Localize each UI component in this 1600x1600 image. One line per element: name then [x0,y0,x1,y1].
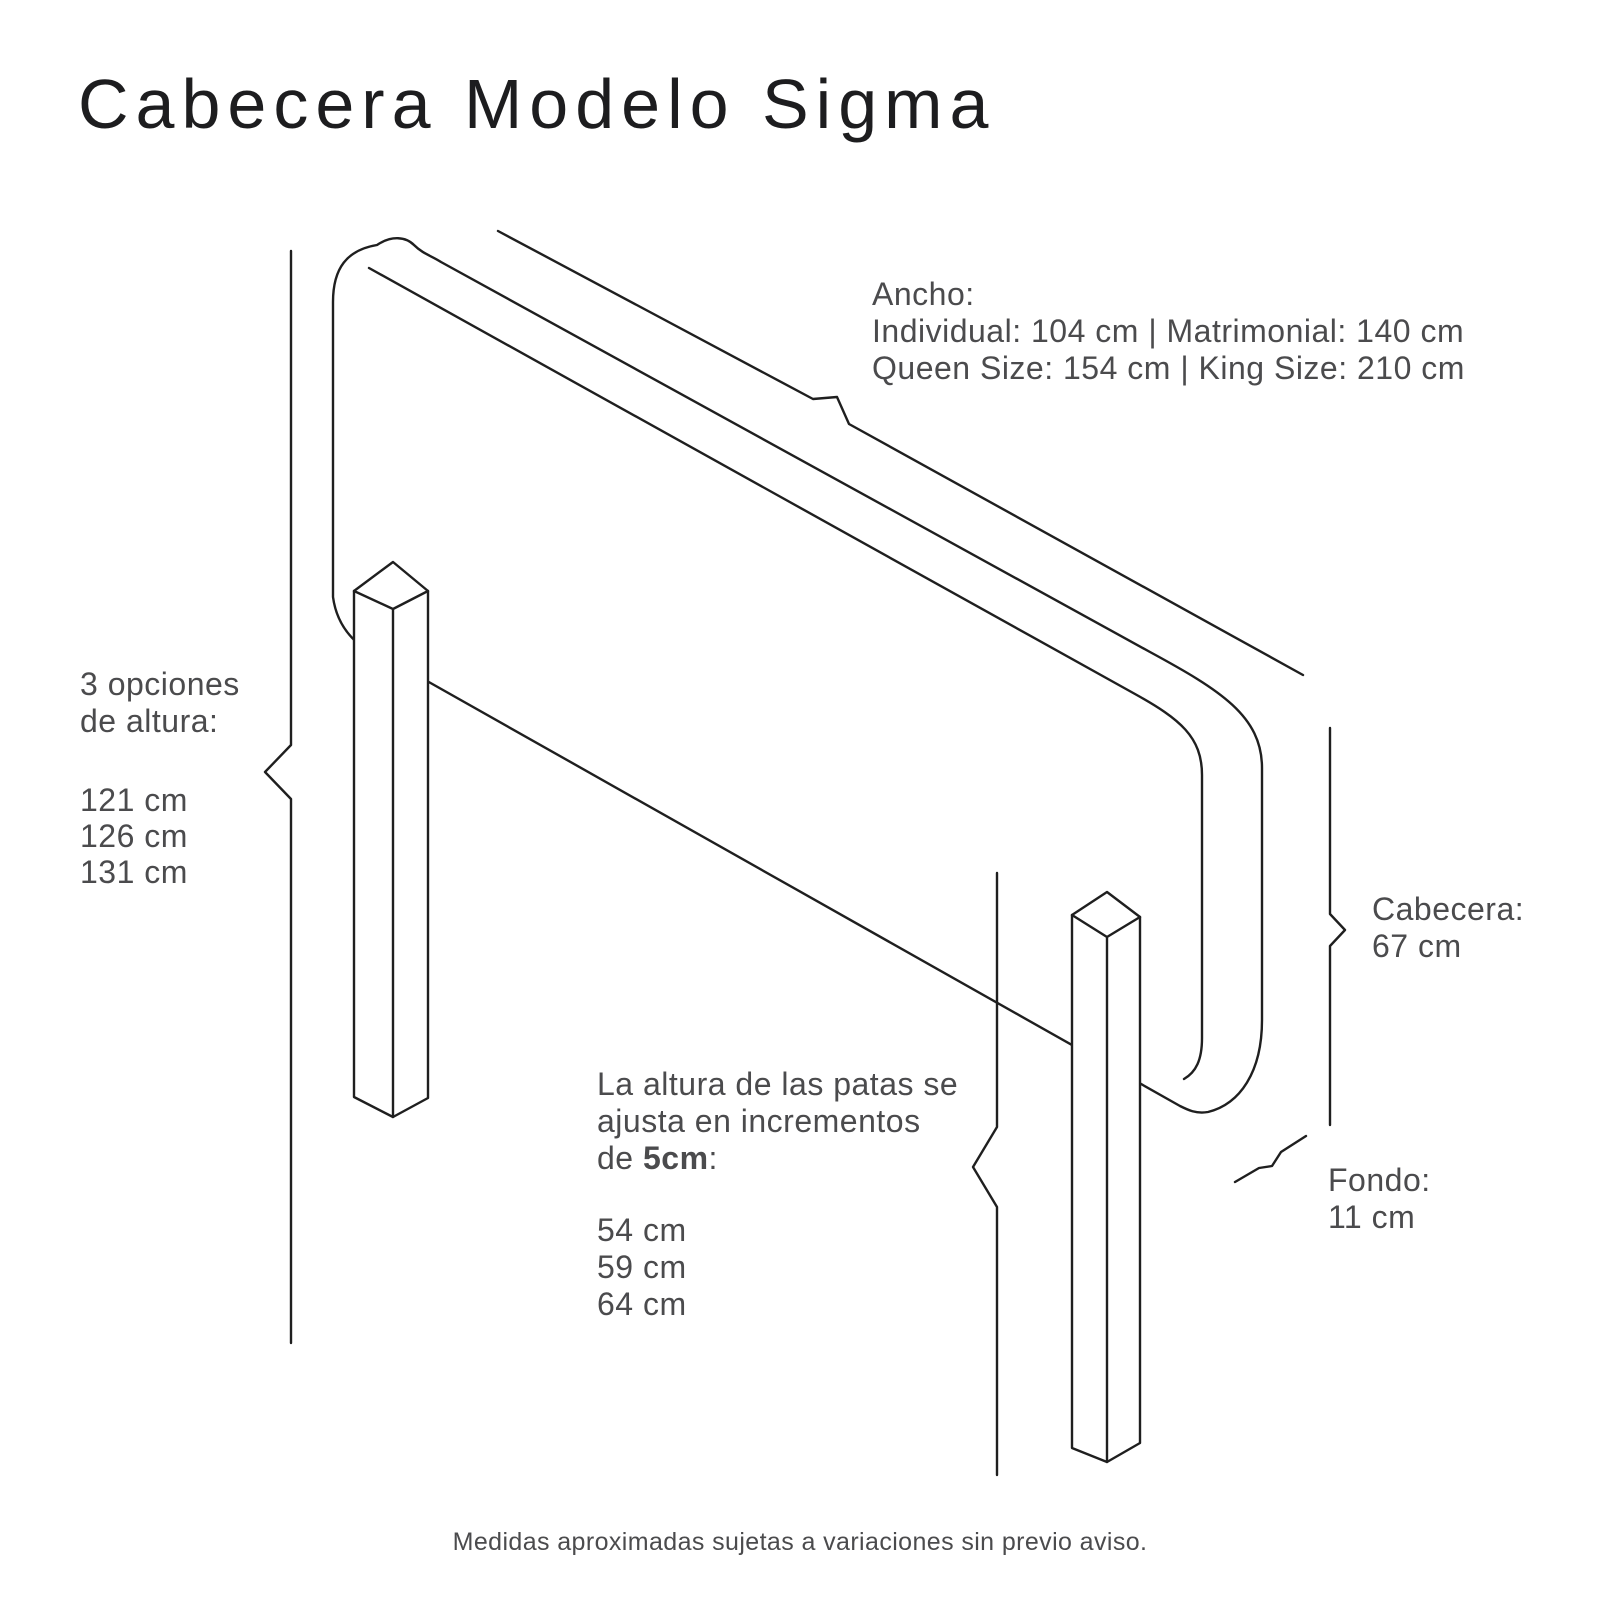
leg-height-annotation: La altura de las patas se ajusta en incr… [597,1066,959,1176]
height-value: 121 cm [80,782,188,818]
depth-label: Fondo: [1328,1162,1431,1198]
leg-height-dimension-line [971,871,999,1477]
total-height-dimension-line [263,249,293,1345]
height-options-label: 3 opciones de altura: [80,666,240,739]
panel-height-dimension-line [1328,726,1347,1127]
width-label: Ancho: [872,276,975,312]
page-title: Cabecera Modelo Sigma [78,65,996,143]
right-leg-edges [1070,913,1142,1464]
leg-height-values: 54 cm 59 cm 64 cm [597,1212,687,1323]
depth-annotation: Fondo: 11 cm [1328,1162,1431,1236]
panel-height-value: 67 cm [1372,928,1462,964]
width-annotation: Ancho: Individual: 104 cm | Matrimonial:… [872,276,1465,387]
height-value: 131 cm [80,854,188,890]
width-line-1: Individual: 104 cm | Matrimonial: 140 cm [872,313,1465,349]
panel-height-annotation: Cabecera: 67 cm [1372,891,1524,965]
height-value: 126 cm [80,818,188,854]
height-options-values: 121 cm 126 cm 131 cm [80,782,188,890]
depth-break-mark [1233,1134,1308,1184]
depth-value: 11 cm [1328,1199,1416,1235]
leg-value: 64 cm [597,1286,687,1322]
width-dimension-line [496,229,1305,677]
panel-height-label: Cabecera: [1372,891,1525,927]
increment-value: 5cm [642,1140,709,1176]
disclaimer-text: Medidas aproximadas sujetas a variacione… [452,1528,1148,1556]
left-leg-edges [352,589,430,1119]
left-leg [352,560,430,1119]
leg-value: 54 cm [597,1212,687,1248]
headboard-top-crease [367,266,1204,1081]
leg-value: 59 cm [597,1249,687,1285]
headboard-panel-outline [331,237,1264,1114]
width-line-2: Queen Size: 154 cm | King Size: 210 cm [872,350,1465,386]
